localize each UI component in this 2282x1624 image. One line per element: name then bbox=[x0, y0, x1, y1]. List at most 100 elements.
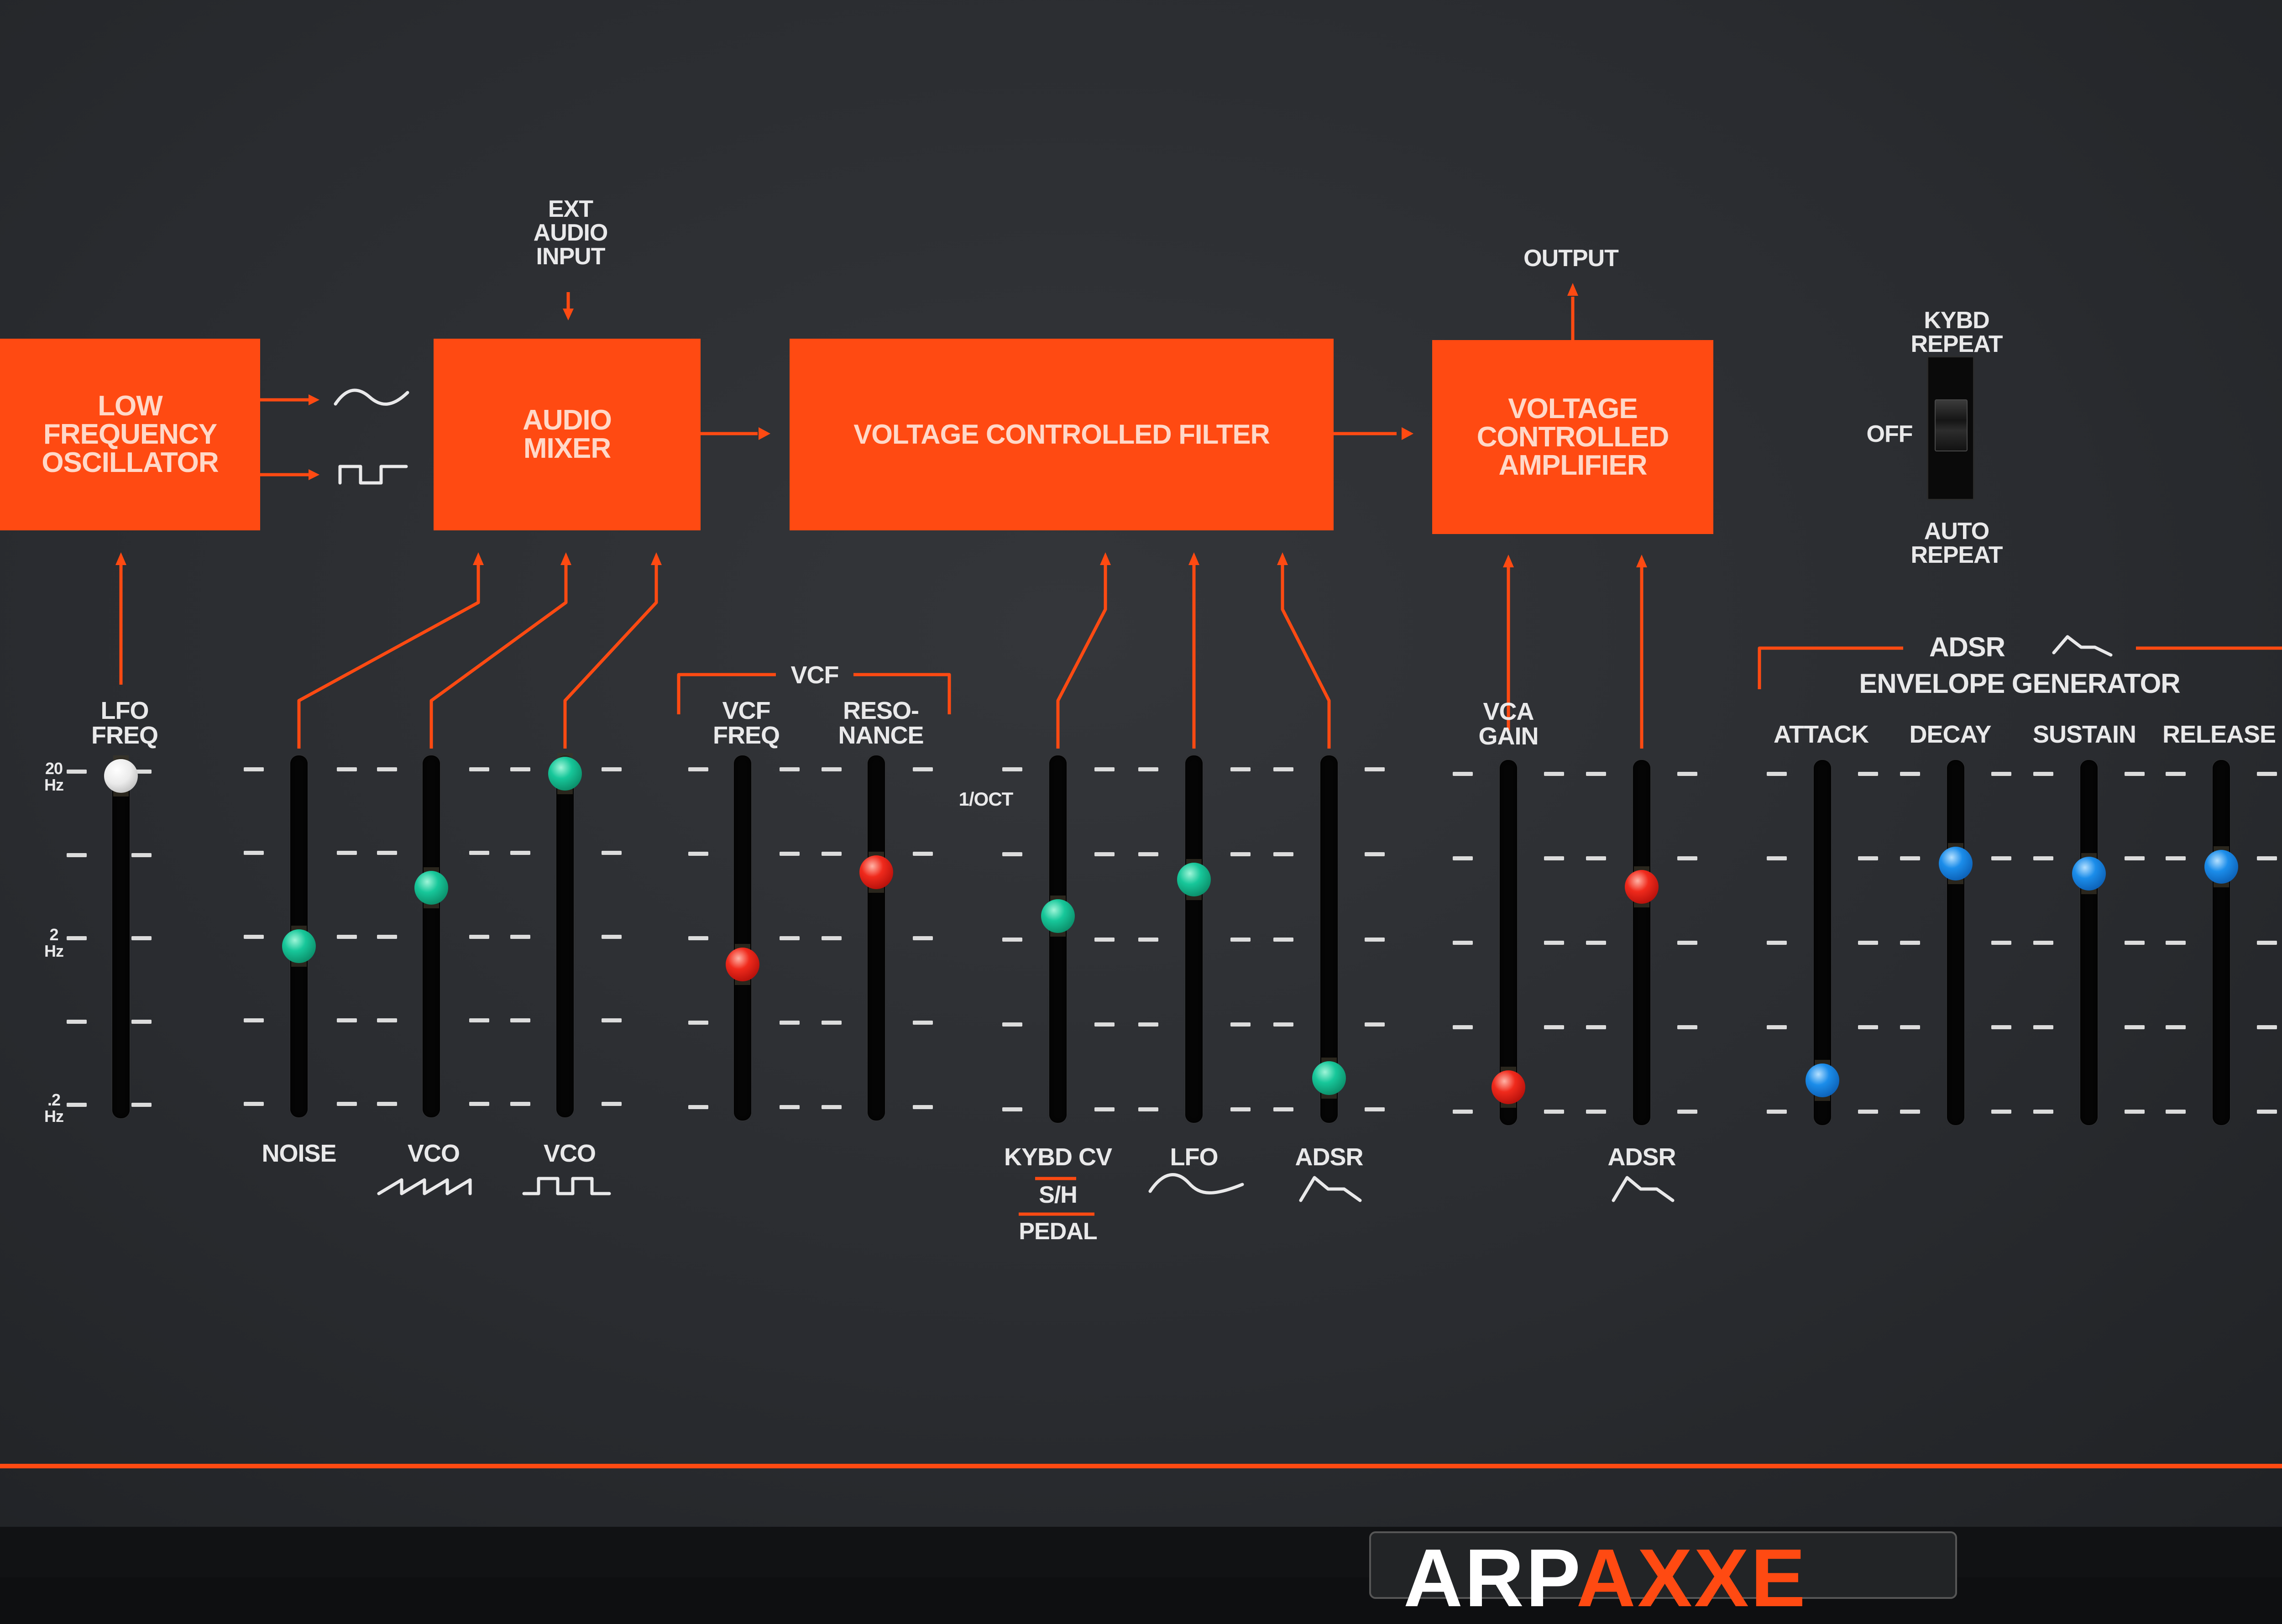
auto-repeat-label: AUTO REPEAT bbox=[1910, 518, 2003, 568]
scale-tick bbox=[2033, 1110, 2053, 1114]
scale-tick bbox=[131, 1019, 152, 1024]
slider-track[interactable] bbox=[1633, 760, 1650, 1125]
scale-tick bbox=[377, 1102, 397, 1106]
scale-tick bbox=[1230, 767, 1251, 771]
scale-tick bbox=[2257, 1025, 2277, 1029]
scale-tick bbox=[1677, 856, 1697, 860]
slider-top-label: VCA GAIN bbox=[1478, 698, 1539, 750]
scale-tick bbox=[780, 767, 800, 771]
scale-tick bbox=[67, 936, 87, 940]
scale-tick bbox=[510, 851, 530, 855]
slider-knob[interactable] bbox=[1625, 870, 1659, 904]
scale-tick bbox=[1094, 852, 1115, 857]
scale-tick bbox=[131, 853, 152, 857]
scale-tick bbox=[1138, 852, 1158, 857]
slider-knob[interactable] bbox=[1492, 1070, 1525, 1104]
scale-tick bbox=[1002, 852, 1022, 857]
slider-knob[interactable] bbox=[104, 759, 138, 793]
scale-tick bbox=[1900, 856, 1920, 860]
slider-top-label: DECAY bbox=[1909, 721, 1991, 748]
scale-tick bbox=[688, 1105, 708, 1109]
scale-tick bbox=[67, 853, 87, 857]
scale-tick bbox=[377, 851, 397, 855]
scale-tick bbox=[1273, 1107, 1293, 1111]
slider-track[interactable] bbox=[868, 755, 885, 1121]
scale-tick bbox=[469, 851, 489, 855]
slider-knob[interactable] bbox=[1041, 899, 1075, 933]
slider-track[interactable] bbox=[734, 755, 751, 1121]
slider-track[interactable] bbox=[2080, 760, 2098, 1125]
sine-wave-icon bbox=[1148, 1173, 1244, 1194]
scale-tick bbox=[469, 1102, 489, 1106]
slider-track[interactable] bbox=[1500, 760, 1517, 1125]
slider-track[interactable] bbox=[1947, 760, 1964, 1125]
scale-tick bbox=[1094, 1022, 1115, 1027]
scale-tick bbox=[1991, 772, 2011, 776]
scale-tick bbox=[1900, 772, 1920, 776]
scale-tick bbox=[131, 1103, 152, 1107]
slider-top-label: VCF FREQ bbox=[712, 697, 780, 749]
slider-bottom-label: VCO bbox=[543, 1140, 596, 1167]
scale-tick bbox=[244, 767, 264, 771]
scale-tick bbox=[510, 1018, 530, 1022]
scale-tick bbox=[1767, 1110, 1787, 1114]
scale-tick bbox=[1273, 852, 1293, 857]
scale-tick bbox=[1230, 937, 1251, 942]
lfo-scale-20hz: 20 Hz bbox=[44, 759, 64, 794]
slider-knob[interactable] bbox=[2204, 850, 2238, 884]
scale-tick bbox=[1991, 1110, 2011, 1114]
scale-tick bbox=[822, 852, 842, 856]
slider-knob[interactable] bbox=[859, 855, 893, 889]
scale-tick bbox=[688, 852, 708, 856]
scale-tick bbox=[1365, 767, 1385, 771]
slider-knob[interactable] bbox=[2072, 856, 2106, 891]
slider-track[interactable] bbox=[112, 758, 130, 1118]
slider-knob[interactable] bbox=[548, 757, 582, 791]
slider-knob[interactable] bbox=[726, 947, 759, 981]
slider-knob[interactable] bbox=[1312, 1061, 1346, 1095]
slider-knob[interactable] bbox=[1939, 847, 1973, 881]
scale-tick bbox=[2125, 1110, 2145, 1114]
scale-tick bbox=[913, 767, 933, 771]
slider-bottom-label: ADSR bbox=[1607, 1143, 1676, 1171]
slider-bottom-label: ADSR bbox=[1295, 1143, 1363, 1171]
slider-track[interactable] bbox=[423, 755, 440, 1117]
switch-off-label: OFF bbox=[1866, 421, 1913, 447]
slider-knob[interactable] bbox=[414, 870, 448, 905]
scale-tick bbox=[822, 936, 842, 940]
scale-tick bbox=[1767, 1025, 1787, 1029]
scale-tick bbox=[244, 1102, 264, 1106]
slider-track[interactable] bbox=[2213, 760, 2230, 1125]
scale-tick bbox=[602, 934, 622, 939]
slider-track[interactable] bbox=[1049, 755, 1067, 1123]
scale-tick bbox=[2125, 941, 2145, 945]
scale-tick bbox=[1230, 1107, 1251, 1111]
scale-tick bbox=[1230, 1022, 1251, 1027]
output-label: OUTPUT bbox=[1523, 245, 1619, 272]
scale-tick bbox=[2033, 856, 2053, 860]
scale-tick bbox=[780, 1105, 800, 1109]
scale-tick bbox=[1544, 1110, 1564, 1114]
scale-tick bbox=[780, 936, 800, 940]
scale-tick bbox=[688, 767, 708, 771]
slider-track[interactable] bbox=[1185, 755, 1203, 1123]
slider-knob[interactable] bbox=[1806, 1063, 1839, 1098]
repeat-toggle-switch[interactable] bbox=[1927, 356, 1974, 500]
scale-tick bbox=[602, 767, 622, 771]
scale-tick bbox=[2125, 1025, 2145, 1029]
scale-tick bbox=[1544, 1025, 1564, 1029]
scale-tick bbox=[67, 770, 87, 774]
scale-tick bbox=[1991, 941, 2011, 945]
scale-tick bbox=[1858, 772, 1878, 776]
slider-track[interactable] bbox=[556, 755, 574, 1117]
vcf-block: VOLTAGE CONTROLLED FILTER bbox=[790, 339, 1334, 530]
scale-tick bbox=[1767, 941, 1787, 945]
scale-tick bbox=[1230, 852, 1251, 857]
scale-tick bbox=[1138, 1022, 1158, 1027]
scale-tick bbox=[822, 1021, 842, 1025]
scale-tick bbox=[337, 851, 357, 855]
audio-mixer-label: AUDIO MIXER bbox=[523, 404, 612, 464]
slider-knob[interactable] bbox=[282, 929, 316, 963]
slider-knob[interactable] bbox=[1177, 863, 1211, 896]
